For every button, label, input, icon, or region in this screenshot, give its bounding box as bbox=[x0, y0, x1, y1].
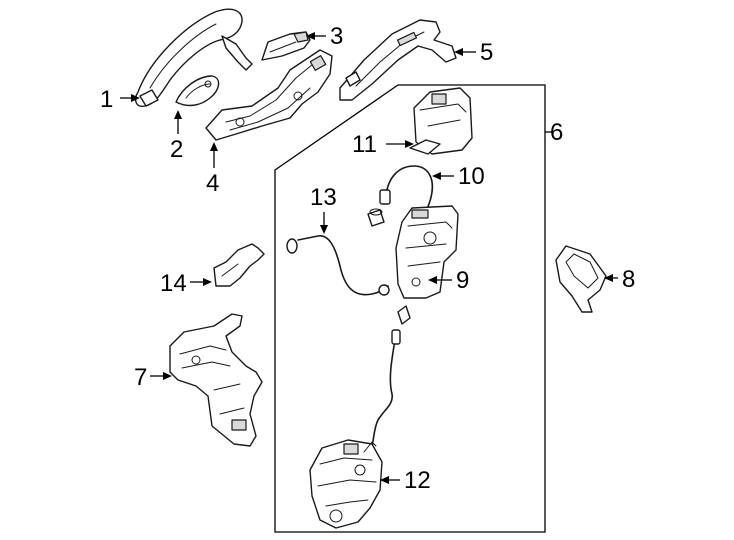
part-8-seal bbox=[555, 245, 607, 313]
callout-10: 10 bbox=[458, 163, 485, 190]
callout-6: 6 bbox=[550, 119, 563, 146]
part-9-lock-actuator bbox=[395, 205, 459, 299]
callout-13: 13 bbox=[310, 184, 337, 211]
callout-2: 2 bbox=[170, 136, 183, 163]
part-2-handle-gasket bbox=[175, 75, 220, 107]
part-7-bracket-assembly bbox=[169, 313, 263, 447]
part-5-reinforcement bbox=[339, 19, 457, 101]
callout-7: 7 bbox=[134, 364, 147, 391]
callout-1: 1 bbox=[100, 86, 113, 113]
callout-12: 12 bbox=[404, 467, 431, 494]
assembly-6-boundary bbox=[274, 84, 546, 533]
part-14-bracket bbox=[213, 243, 265, 287]
leaders bbox=[120, 32, 618, 484]
part-13-cable bbox=[286, 235, 390, 296]
callout-8: 8 bbox=[622, 266, 635, 293]
part-11-latch-module bbox=[409, 87, 473, 155]
grommet bbox=[367, 208, 385, 227]
callout-3: 3 bbox=[330, 23, 343, 50]
callout-14: 14 bbox=[160, 270, 187, 297]
rod-cable bbox=[371, 305, 411, 447]
callout-5: 5 bbox=[480, 39, 493, 66]
callout-4: 4 bbox=[206, 170, 219, 197]
part-3-handle-cover bbox=[261, 31, 311, 61]
callout-11: 11 bbox=[352, 131, 377, 158]
part-12-door-latch bbox=[309, 439, 383, 529]
part-4-handle-bracket bbox=[205, 49, 333, 141]
part-1-outside-handle bbox=[134, 8, 253, 107]
callout-9: 9 bbox=[456, 267, 469, 294]
